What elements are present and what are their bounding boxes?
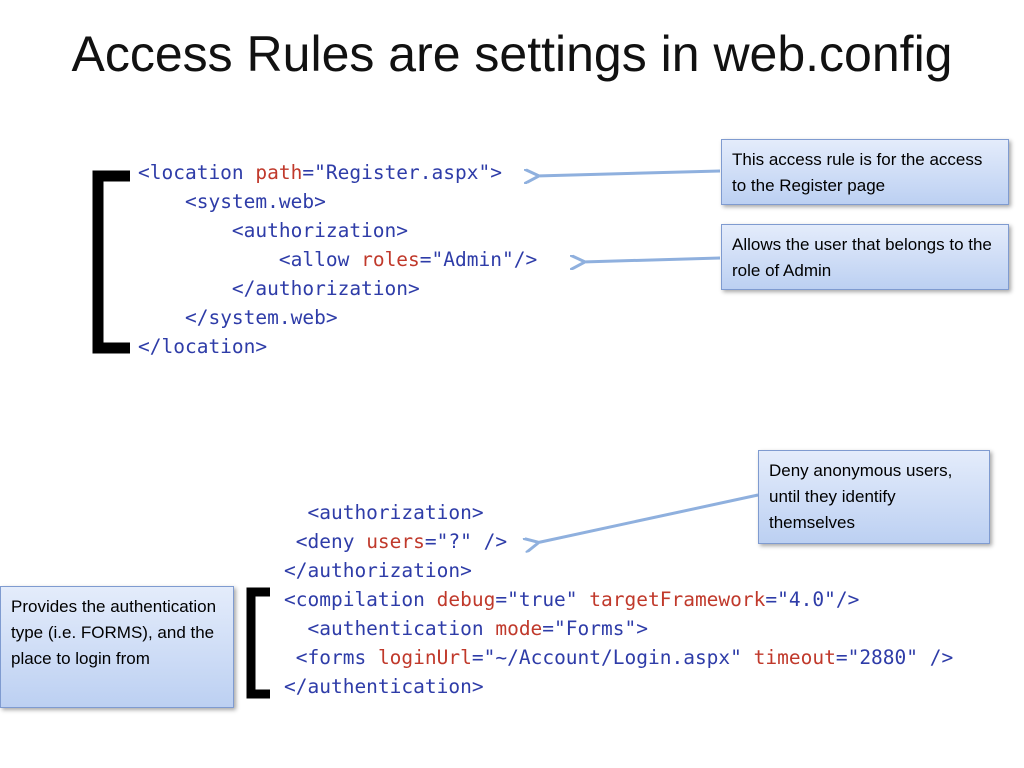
- code-attr: debug: [424, 588, 496, 611]
- code-attr: targetFramework: [577, 588, 766, 611]
- code-val: "Register.aspx": [314, 161, 491, 184]
- code-top-line: </location>: [138, 332, 537, 361]
- code-bottom-line: <authentication mode="Forms">: [284, 614, 953, 643]
- code-bottom-line: <deny users="?" />: [284, 527, 953, 556]
- code-indent: [138, 277, 232, 300]
- code-attr: path: [243, 161, 303, 184]
- code-tag: <forms: [295, 646, 367, 669]
- code-indent: [284, 501, 307, 524]
- code-tag: =: [302, 161, 315, 184]
- code-indent: [284, 646, 296, 669]
- callout-forms: Provides the authentication type (i.e. F…: [0, 586, 234, 708]
- code-tag: <authorization>: [231, 219, 409, 242]
- code-val: "~/Account/Login.aspx": [483, 646, 742, 669]
- code-tag: <deny: [295, 530, 355, 553]
- code-tag: =: [765, 588, 778, 611]
- code-tag: <compilation: [284, 588, 425, 611]
- code-tag: =: [419, 248, 432, 271]
- code-bottom-line: <compilation debug="true" targetFramewor…: [284, 585, 953, 614]
- code-bottom-line: </authentication>: [284, 672, 953, 701]
- code-attr: loginUrl: [366, 646, 472, 669]
- code-tag: />: [835, 588, 860, 611]
- callout-register: This access rule is for the access to th…: [721, 139, 1009, 205]
- code-val: "Admin": [431, 248, 514, 271]
- code-tag: =: [495, 588, 508, 611]
- code-top-line: <location path="Register.aspx">: [138, 158, 537, 187]
- arrow-admin: [582, 258, 721, 262]
- code-block-authentication: <authorization> <deny users="?" /></auth…: [284, 498, 953, 701]
- code-tag: </location>: [138, 335, 268, 358]
- code-val: "2880": [847, 646, 919, 669]
- code-tag: =: [471, 646, 484, 669]
- code-tag: <authentication: [307, 617, 484, 640]
- code-indent: [138, 248, 279, 271]
- code-block-location: <location path="Register.aspx"> <system.…: [138, 158, 537, 361]
- code-tag: />: [513, 248, 538, 271]
- code-tag: <allow: [278, 248, 350, 271]
- code-tag: </authentication>: [284, 675, 484, 698]
- code-tag: />: [918, 646, 954, 669]
- code-attr: mode: [483, 617, 543, 640]
- code-indent: [138, 306, 185, 329]
- code-indent: [138, 219, 232, 242]
- code-tag: >: [490, 161, 502, 184]
- code-val: "4.0": [777, 588, 836, 611]
- slide-title: Access Rules are settings in web.config: [71, 26, 953, 82]
- code-top-line: <authorization>: [138, 216, 537, 245]
- code-tag: </authorization>: [231, 277, 420, 300]
- code-attr: users: [354, 530, 425, 553]
- code-tag: />: [471, 530, 508, 553]
- code-tag: </system.web>: [184, 306, 338, 329]
- code-attr: timeout: [741, 646, 836, 669]
- callout-admin: Allows the user that belongs to the role…: [721, 224, 1009, 290]
- code-indent: [284, 617, 307, 640]
- code-val: "true": [507, 588, 578, 611]
- code-bottom-line: </authorization>: [284, 556, 953, 585]
- code-indent: [284, 530, 296, 553]
- code-val: "Forms": [554, 617, 637, 640]
- code-bottom-line: <forms loginUrl="~/Account/Login.aspx" t…: [284, 643, 954, 672]
- code-tag: <system.web>: [184, 190, 326, 213]
- code-tag: <location: [138, 161, 244, 184]
- code-top-line: <allow roles="Admin"/>: [138, 245, 537, 274]
- code-tag: =: [542, 617, 555, 640]
- code-top-line: </system.web>: [138, 303, 537, 332]
- callout-deny: Deny anonymous users, until they identif…: [758, 450, 990, 544]
- code-top-line: <system.web>: [138, 187, 537, 216]
- code-tag: <authorization>: [307, 501, 484, 524]
- code-tag: =: [835, 646, 848, 669]
- code-bottom-line: <authorization>: [284, 498, 953, 527]
- code-tag: </authorization>: [284, 559, 472, 582]
- code-top-line: </authorization>: [138, 274, 537, 303]
- code-attr: roles: [349, 248, 420, 271]
- arrow-register: [536, 171, 721, 176]
- code-val: "?": [436, 530, 472, 553]
- code-tag: >: [636, 617, 648, 640]
- code-tag: =: [424, 530, 437, 553]
- code-indent: [138, 190, 185, 213]
